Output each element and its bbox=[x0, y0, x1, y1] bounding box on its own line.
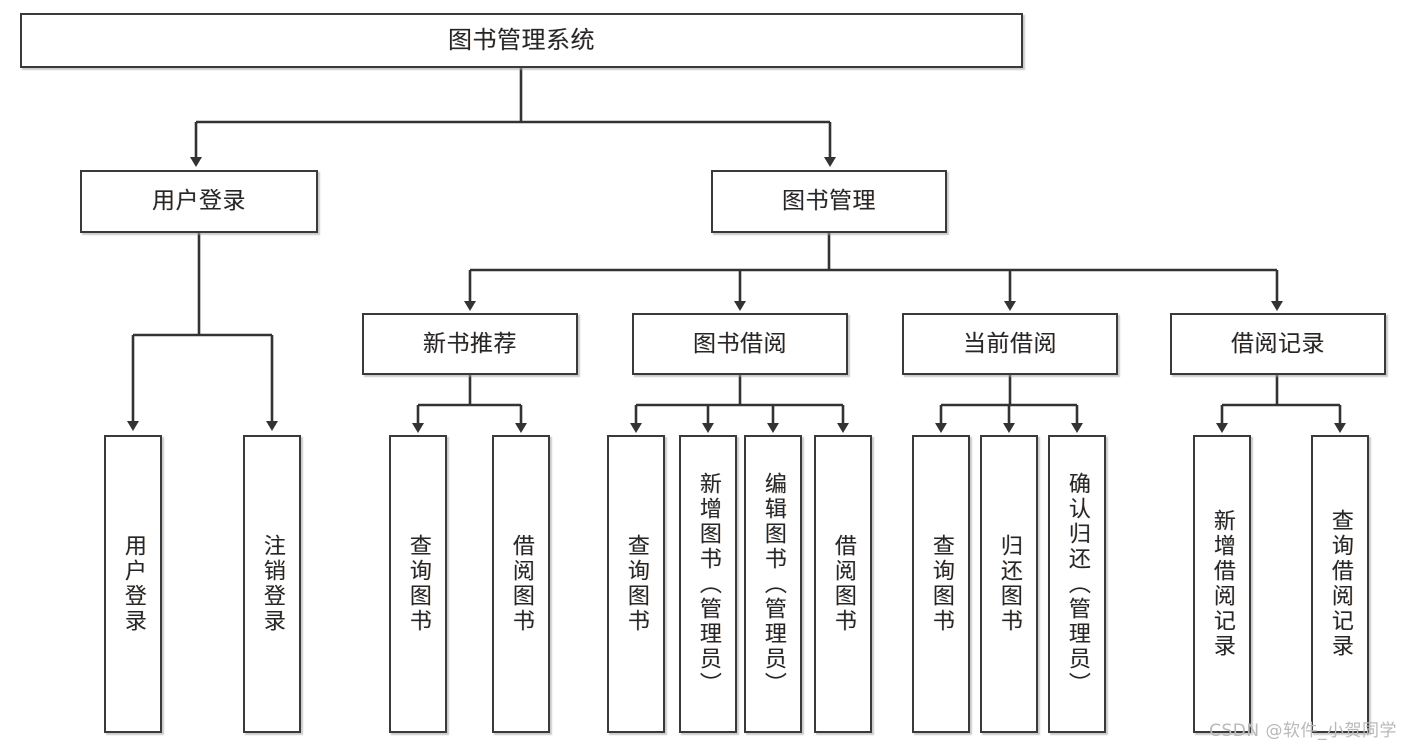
csdn-watermark: CSDN @软件_小贺同学 bbox=[1209, 721, 1397, 741]
node-label: 借阅图书 bbox=[508, 534, 534, 634]
leaf-record-add-record[interactable]: 新增借阅记录 bbox=[1193, 435, 1251, 733]
node-label: 查询图书 bbox=[623, 534, 649, 634]
node-label: 新增图书（管理员） bbox=[695, 471, 721, 697]
leaf-current-confirm-return-admin[interactable]: 确认归还（管理员） bbox=[1048, 435, 1106, 733]
node-label: 借阅记录 bbox=[1231, 330, 1325, 357]
node-label: 归还图书 bbox=[996, 534, 1022, 634]
leaf-recommend-borrow-book[interactable]: 借阅图书 bbox=[492, 435, 550, 733]
node-label: 查询图书 bbox=[928, 534, 954, 634]
node-label: 图书借阅 bbox=[693, 330, 787, 357]
leaf-borrow-edit-book-admin[interactable]: 编辑图书（管理员） bbox=[744, 435, 802, 733]
node-user-login[interactable]: 用户登录 bbox=[80, 170, 318, 233]
leaf-borrow-add-book-admin[interactable]: 新增图书（管理员） bbox=[679, 435, 737, 733]
leaf-record-query-record[interactable]: 查询借阅记录 bbox=[1311, 435, 1369, 733]
leaf-recommend-query-book[interactable]: 查询图书 bbox=[389, 435, 447, 733]
node-label: 当前借阅 bbox=[963, 330, 1057, 357]
leaf-borrow-borrow-book[interactable]: 借阅图书 bbox=[814, 435, 872, 733]
leaf-user-login-login[interactable]: 用户登录 bbox=[104, 435, 162, 733]
leaf-current-query-book[interactable]: 查询图书 bbox=[912, 435, 970, 733]
node-label: 新书推荐 bbox=[423, 330, 517, 357]
node-label: 用户登录 bbox=[152, 188, 246, 215]
node-label: 用户登录 bbox=[120, 534, 146, 634]
node-label: 新增借阅记录 bbox=[1209, 509, 1235, 659]
node-borrow-record[interactable]: 借阅记录 bbox=[1170, 313, 1386, 375]
node-label: 查询图书 bbox=[405, 534, 431, 634]
node-current-borrow[interactable]: 当前借阅 bbox=[902, 313, 1118, 375]
node-root-system[interactable]: 图书管理系统 bbox=[20, 13, 1023, 68]
node-label: 注销登录 bbox=[259, 534, 285, 634]
node-book-management[interactable]: 图书管理 bbox=[711, 170, 947, 233]
leaf-user-login-logout[interactable]: 注销登录 bbox=[243, 435, 301, 733]
node-label: 确认归还（管理员） bbox=[1064, 471, 1090, 697]
leaf-borrow-query-book[interactable]: 查询图书 bbox=[607, 435, 665, 733]
node-label: 编辑图书（管理员） bbox=[760, 471, 786, 697]
node-book-borrow[interactable]: 图书借阅 bbox=[632, 313, 848, 375]
node-label: 查询借阅记录 bbox=[1327, 509, 1353, 659]
node-label: 图书管理 bbox=[782, 188, 876, 215]
leaf-current-return-book[interactable]: 归还图书 bbox=[980, 435, 1038, 733]
node-label: 借阅图书 bbox=[830, 534, 856, 634]
node-new-book-recommend[interactable]: 新书推荐 bbox=[362, 313, 578, 375]
node-label: 图书管理系统 bbox=[448, 25, 595, 54]
